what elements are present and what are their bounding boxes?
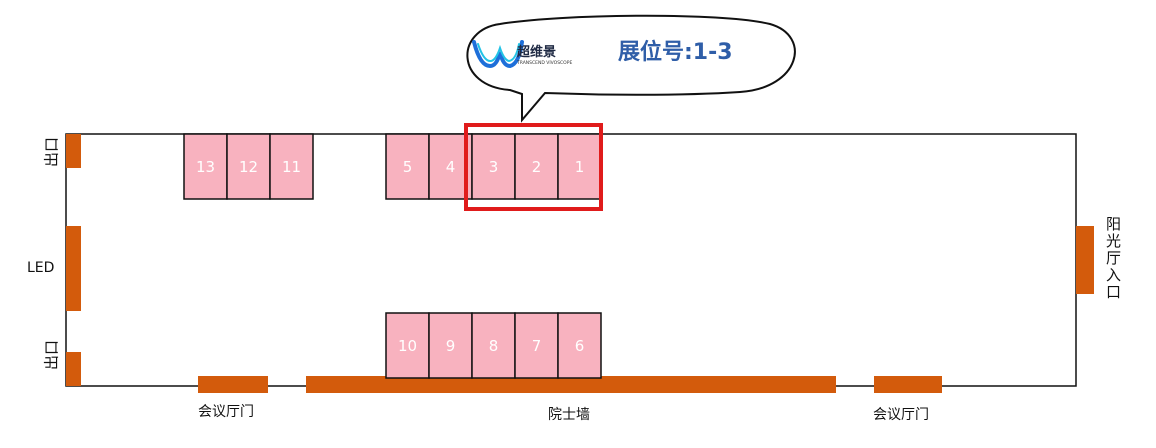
booth-2: 2 (514, 133, 559, 200)
booth-number: 13 (196, 158, 215, 176)
booth-number: 9 (446, 337, 456, 355)
booth-10: 10 (385, 312, 430, 379)
booth-1: 1 (557, 133, 602, 200)
booth-8: 8 (471, 312, 516, 379)
meeting-door-right-bar (874, 376, 942, 393)
booth-number: 6 (575, 337, 585, 355)
booth-12: 12 (226, 133, 271, 200)
booth-group-top-middle: 5 4 3 2 1 (385, 133, 602, 200)
booth-group-bottom: 10 9 8 7 6 (385, 312, 602, 379)
booth-box (428, 312, 473, 379)
booth-number: 10 (398, 337, 417, 355)
booth-6: 6 (557, 312, 602, 379)
exit-top-label: 出口 (43, 137, 61, 167)
booth-box (557, 312, 602, 379)
callout-bubble (466, 14, 796, 123)
booth-box (385, 312, 430, 379)
booth-11: 11 (269, 133, 314, 200)
exit-bottom-bar (66, 352, 81, 386)
meeting-door-right-label: 会议厅门 (873, 407, 929, 423)
academician-wall-bar (306, 376, 836, 393)
highlighted-booth-frame (464, 123, 603, 211)
booth-7: 7 (514, 312, 559, 379)
booth-number: 3 (489, 158, 499, 176)
booth-number: 7 (532, 337, 542, 355)
booth-number: 8 (489, 337, 499, 355)
booth-group-top-left: 13 12 11 (183, 133, 314, 200)
booth-13: 13 (183, 133, 228, 200)
academician-wall-label: 院士墙 (548, 407, 590, 423)
booth-box (269, 133, 314, 200)
booth-number: 5 (403, 158, 413, 176)
booth-number: 11 (282, 158, 301, 176)
brand-w-logo-icon (472, 40, 524, 69)
booth-number: 12 (239, 158, 258, 176)
exit-bottom-label: 出口 (43, 340, 61, 370)
booth-number: 2 (532, 158, 542, 176)
sunroom-entrance-bar (1076, 226, 1094, 294)
sunroom-entrance-label: 阳光厅入口 (1104, 216, 1122, 301)
exit-top-bar (66, 134, 81, 168)
booth-number: 1 (575, 158, 585, 176)
brand-subtitle: TRANSCEND VIVOSCOPE (516, 60, 572, 66)
meeting-door-left-label: 会议厅门 (198, 404, 254, 420)
booth-callout: 超维景 TRANSCEND VIVOSCOPE 展位号:1-3 (466, 14, 796, 123)
booth-5: 5 (385, 133, 430, 200)
led-label: LED (27, 260, 54, 276)
booth-3: 3 (471, 133, 516, 200)
booth-9: 9 (428, 312, 473, 379)
brand-name: 超维景 (517, 44, 556, 60)
meeting-door-left-bar (198, 376, 268, 393)
booth-number: 4 (446, 158, 456, 176)
booth-box (514, 312, 559, 379)
booth-number-title: 展位号:1-3 (618, 39, 733, 65)
booth-box (557, 133, 602, 200)
led-bar (66, 226, 81, 311)
